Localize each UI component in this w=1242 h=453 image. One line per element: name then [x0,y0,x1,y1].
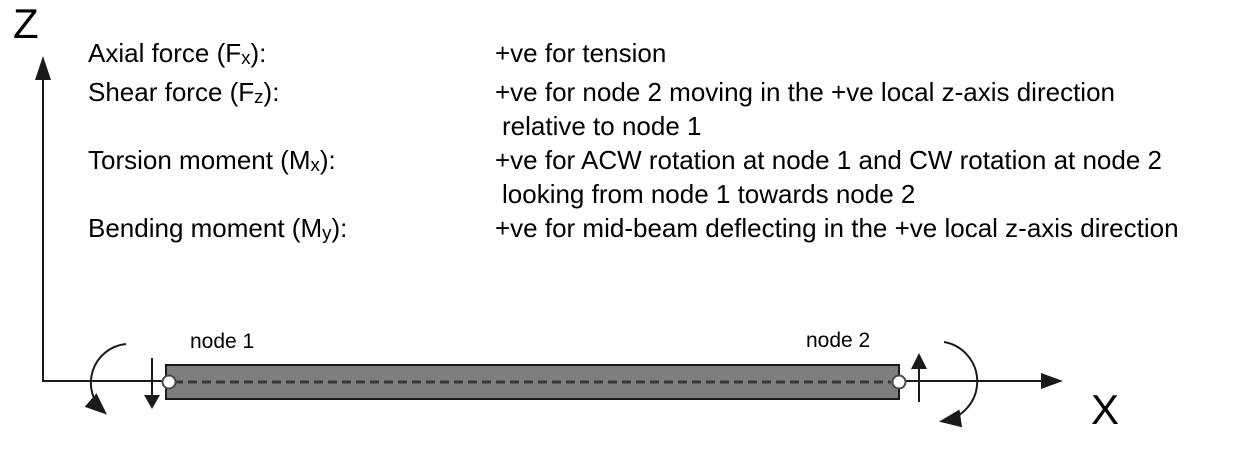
node2-shear-arrowhead-icon [911,353,927,369]
torsion-moment-description: +ve for ACW rotation at node 1 and CW ro… [495,143,1162,211]
node2-label: node 2 [806,329,871,352]
x-axis-label: X [1091,386,1120,433]
convention-row-shear-force: Shear force (Fz): +ve for node 2 moving … [88,75,1179,143]
axial-force-label: Axial force (Fx): [88,36,495,75]
shear-force-subscript: z [254,85,264,107]
axial-force-label-text: Axial force (F [88,38,242,68]
axial-force-description-line1: +ve for tension [495,38,667,68]
node1-moment-arrow-icon [84,343,127,415]
node2-marker [891,374,907,390]
torsion-moment-subscript: x [310,153,320,175]
z-axis-label: Z [13,0,39,47]
shear-force-description-line2: relative to node 1 [502,110,702,141]
torsion-moment-label-text: Torsion moment (M [88,144,311,175]
node1-shear-arrowhead-icon [144,395,160,409]
convention-row-bending-moment: Bending moment (My): +ve for mid-beam de… [88,211,1179,250]
bending-moment-description-line1: +ve for mid-beam deflecting in the +ve l… [495,212,1179,243]
sign-conventions-block: Axial force (Fx): +ve for tension Shear … [88,36,1179,250]
axial-force-description: +ve for tension [495,36,666,70]
bending-moment-subscript: y [322,221,332,243]
node2-moment-arrow-icon [939,341,979,428]
node1-label: node 1 [190,330,255,353]
convention-row-axial-force: Axial force (Fx): +ve for tension [88,36,1179,75]
shear-force-description: +ve for node 2 moving in the +ve local z… [495,75,1115,143]
bending-moment-description: +ve for mid-beam deflecting in the +ve l… [495,211,1179,245]
x-axis-arrowhead-icon [1041,373,1063,389]
axial-force-subscript: x [241,46,251,68]
shear-force-label: Shear force (Fz): [88,75,495,114]
axial-force-label-colon: ): [250,38,267,68]
shear-force-description-line1: +ve for node 2 moving in the +ve local z… [495,76,1116,107]
z-axis-arrowhead-icon [35,56,51,80]
torsion-moment-label: Torsion moment (Mx): [88,143,495,182]
bending-moment-label-colon: ): [331,212,348,243]
torsion-moment-label-colon: ): [319,144,336,175]
node1-marker [161,374,177,390]
torsion-moment-description-line1: +ve for ACW rotation at node 1 and CW ro… [495,144,1162,175]
bending-moment-label: Bending moment (My): [88,211,495,250]
shear-force-label-text: Shear force (F [88,76,255,107]
shear-force-label-colon: ): [263,76,280,107]
bending-moment-label-text: Bending moment (M [88,212,323,243]
convention-row-torsion-moment: Torsion moment (Mx): +ve for ACW rotatio… [88,143,1179,211]
torsion-moment-description-line2: looking from node 1 towards node 2 [502,178,916,209]
